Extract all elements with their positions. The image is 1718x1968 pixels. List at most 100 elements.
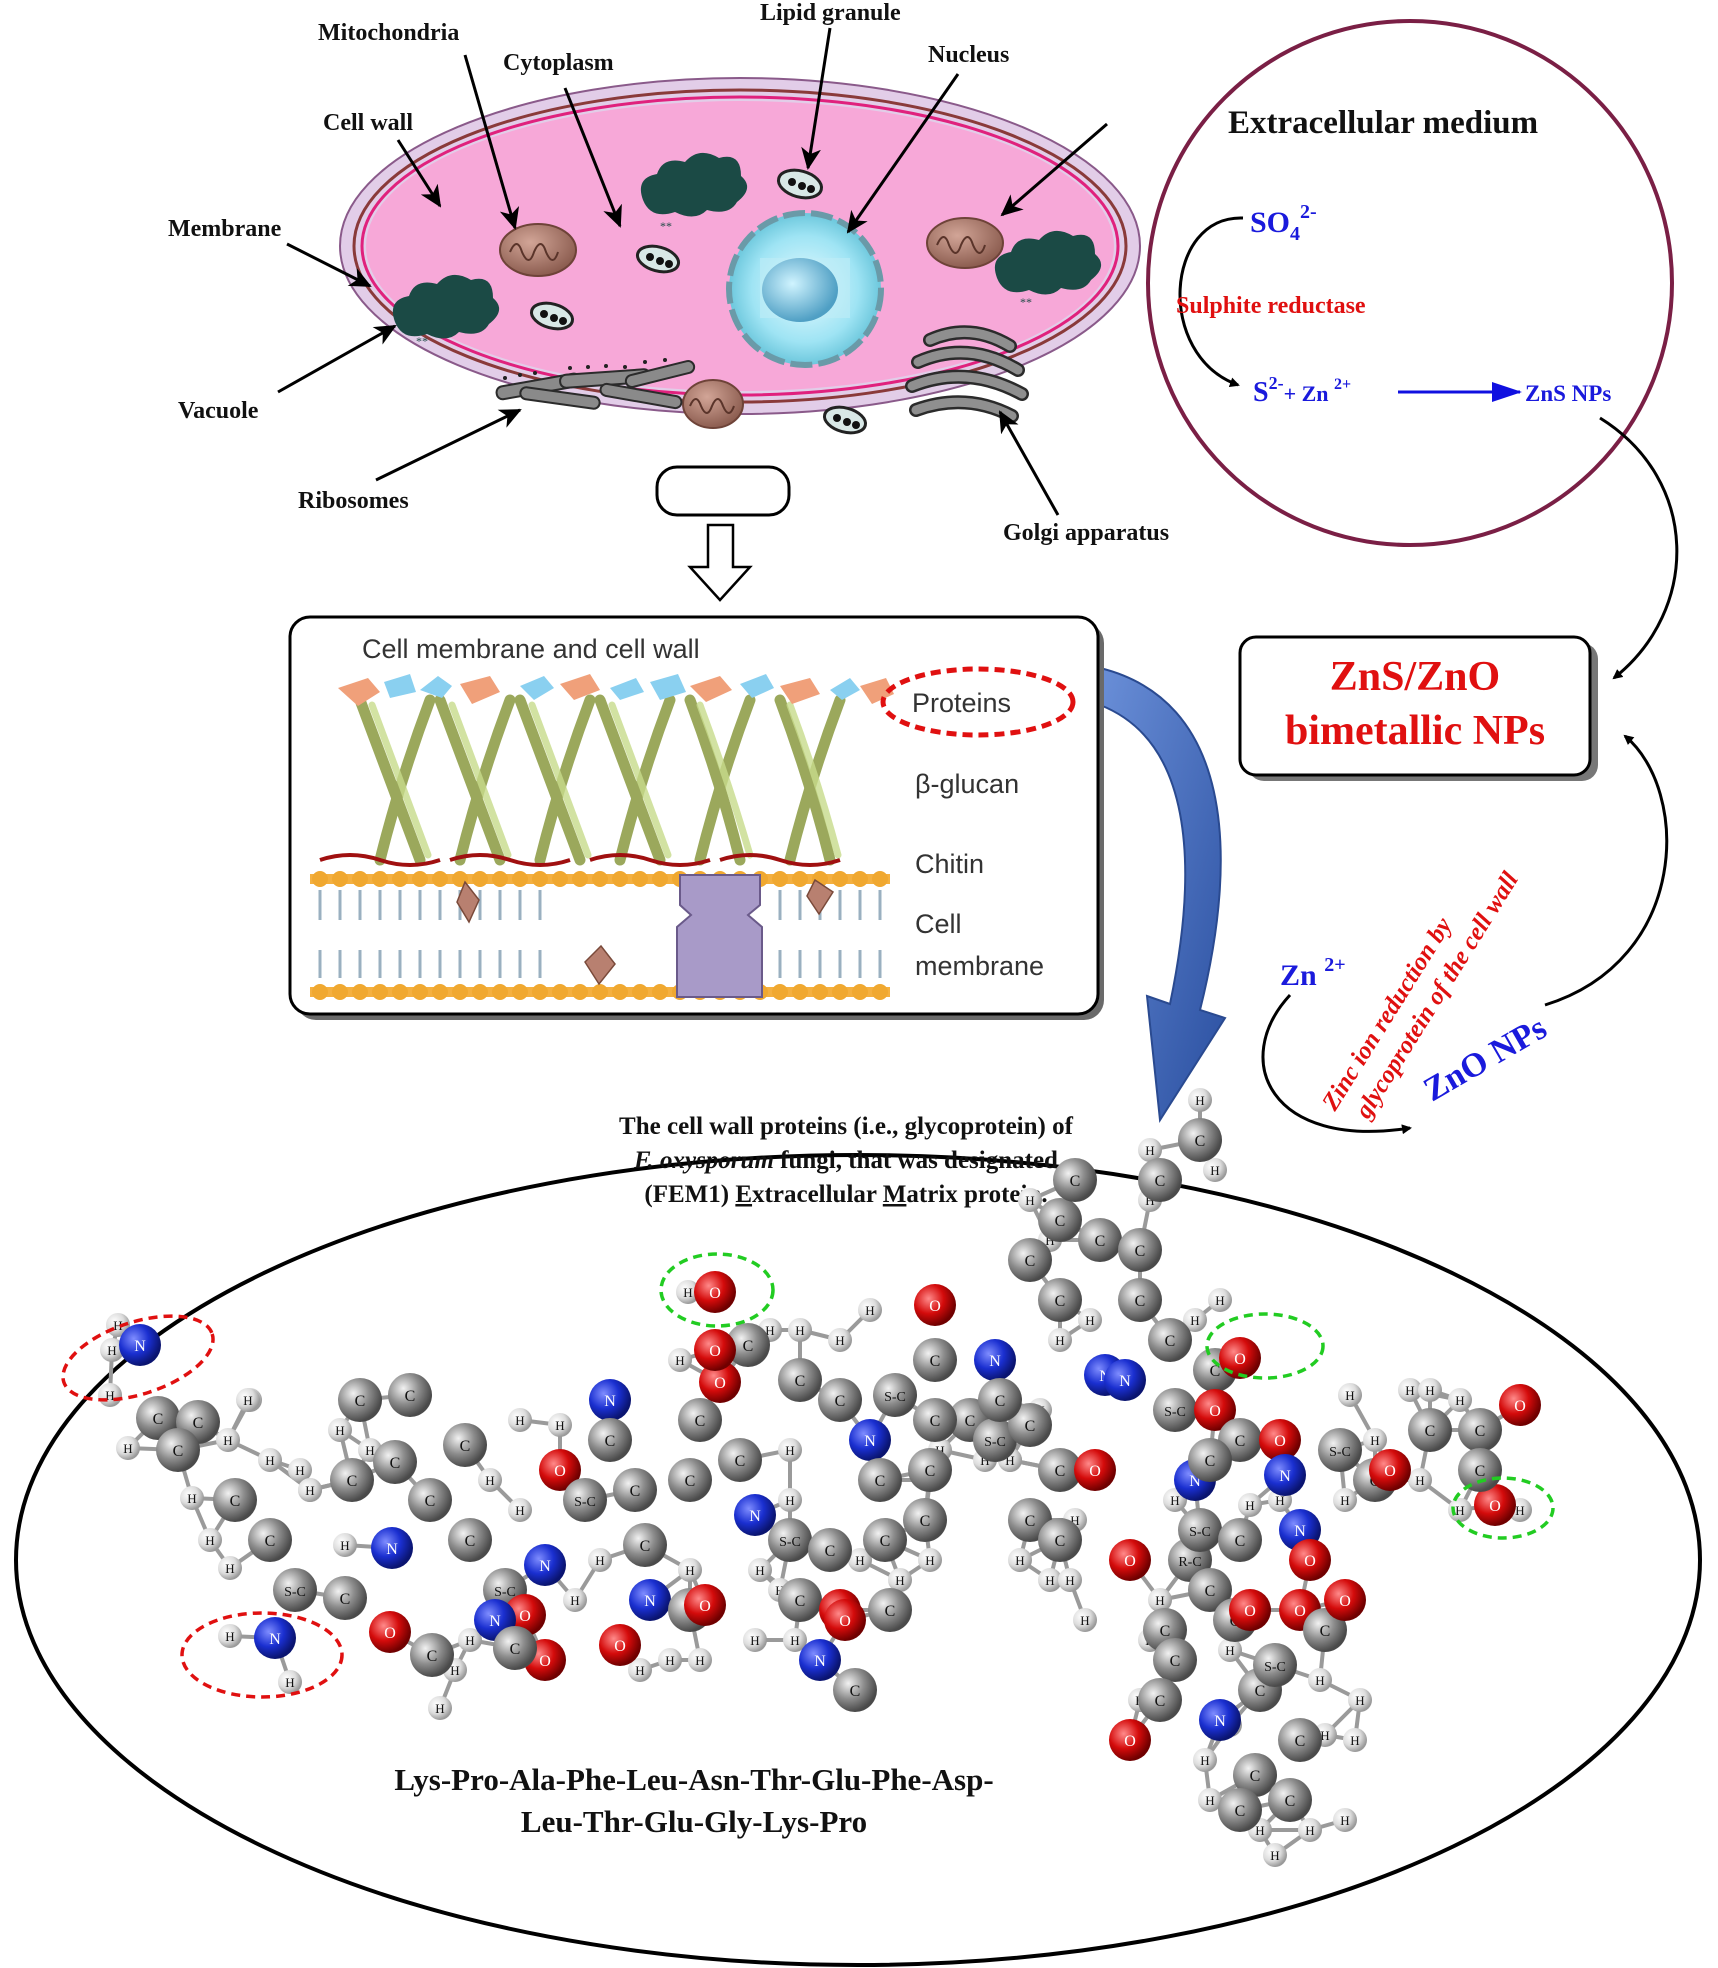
extracellular-ring [1146,19,1674,547]
hydrogen-atom [783,1628,807,1652]
atom-symbol: H [765,1323,774,1338]
carbon-atom [678,1398,722,1442]
carbon-atom [1188,1438,1232,1482]
atom-symbol: H [835,1333,844,1348]
hydrogen-atom [1448,1388,1472,1412]
hydrogen-atom [236,1388,260,1412]
atom-symbol: H [465,1633,474,1648]
hydrogen-atom [688,1648,712,1672]
oxygen-atom [1324,1579,1366,1621]
atom-symbol: C [1135,1243,1146,1260]
oxygen-atom [684,1584,726,1626]
atom-symbol: C [735,1453,746,1470]
atom-symbol: S-C [574,1495,596,1510]
atom-symbol: H [795,1323,804,1338]
hydrogen-atom [678,1558,702,1582]
hydrogen-atom [1193,1748,1217,1772]
carbon-atom [493,1626,537,1670]
carbon-atom [808,1528,852,1572]
ribosome-dots [503,358,667,380]
atom-symbol: H [1345,1388,1354,1403]
hydrogen-atom [1038,1568,1062,1592]
carbon-atom [1178,1118,1222,1162]
vacuole: ** [392,274,500,348]
atom-symbol: O [614,1638,626,1655]
atom-symbol: O [1089,1463,1101,1480]
lipid-granule-dots [540,178,860,429]
atom-symbol: H [685,1563,694,1578]
hydrogen-atom [788,1318,812,1342]
carbon-atom [156,1428,200,1472]
atom-symbol: H [855,1553,864,1568]
carbon-atom [1153,1638,1197,1682]
atom-symbol: H [1225,1643,1234,1658]
atom-symbol: C [925,1463,936,1480]
carbon-atom [858,1458,902,1502]
carbon-atom [1118,1278,1162,1322]
atom-symbol: H [1350,1733,1359,1748]
extracellular-medium: Extracellular medium SO42- Sulphite redu… [1146,19,1674,547]
atom-symbol: N [1214,1713,1226,1730]
hydrogen-atom [588,1548,612,1572]
atom-symbol: H [1055,1333,1064,1348]
atom-symbol: S-C [1189,1525,1211,1540]
hydrogen-atom [778,1488,802,1512]
hydrogen-atom [668,1348,692,1372]
panel-chitin-label: Chitin [915,849,984,879]
atom-symbol: H [555,1418,564,1433]
atom-symbol: C [1205,1583,1216,1600]
atom-symbol: H [1415,1473,1424,1488]
atom-symbol: H [1015,1553,1024,1568]
atom-symbol: C [885,1603,896,1620]
nitrogen-atom [371,1527,413,1569]
hydrogen-atom [116,1436,140,1460]
sequence-line-1: Lys-Pro-Ala-Phe-Leu-Asn-Thr-Glu-Phe-Asp- [394,1762,993,1797]
label-lipid-granule: Lipid granule [760,0,901,26]
hydrogen-atom [1398,1378,1422,1402]
carbon-atom [1118,1228,1162,1272]
atom-symbol: N [1294,1523,1306,1540]
carbon-atom [768,1518,812,1562]
atom-symbol: C [743,1338,754,1355]
carbon-atom [1138,1158,1182,1202]
atom-symbol: C [510,1641,521,1658]
atom-symbol: H [1405,1383,1414,1398]
carbon-atom [1053,1158,1097,1202]
atom-symbol: O [1339,1593,1351,1610]
carbon-atom [668,1458,712,1502]
carbon-atom [1038,1448,1082,1492]
atom-symbol: H [187,1491,196,1506]
hydrogen-atom [743,1628,767,1652]
hydrogen-atom [828,1328,852,1352]
atom-symbol: C [1095,1233,1106,1250]
blue-curved-arrow [1099,666,1227,1123]
hydrogen-atom [218,1624,242,1648]
sequence-line-2: Leu-Thr-Glu-Gly-Lys-Pro [521,1804,867,1839]
atom-symbol: N [134,1338,146,1355]
atom-symbol: O [709,1285,721,1302]
atom-symbol: H [225,1629,234,1644]
atom-symbol: H [1355,1693,1364,1708]
hydrogen-atom [1333,1808,1357,1832]
hydrogen-atom [478,1468,502,1492]
chitin-layer [319,853,841,867]
atom-symbol: C [605,1433,616,1450]
hydrogen-atom [1198,1788,1222,1812]
atom-symbol: H [265,1453,274,1468]
carbon-atom [778,1578,822,1622]
carbon-atom [1218,1788,1262,1832]
atom-symbol: C [425,1493,436,1510]
atom-symbol: O [1294,1603,1306,1620]
bimetallic-line1: ZnS/ZnO [1330,654,1500,700]
hydrogen-atom [748,1558,772,1582]
hydrogen-atom [658,1648,682,1672]
atom-symbol: H [1215,1293,1224,1308]
atom-symbol: H [785,1443,794,1458]
atom-symbol: C [1255,1683,1266,1700]
atom-symbol: C [193,1415,204,1432]
carbon-atom [868,1588,912,1632]
carbon-atom [1038,1278,1082,1322]
atom-symbol: S-C [884,1390,906,1405]
zoom-down-arrow [687,523,753,602]
atom-symbol: H [775,1583,784,1598]
